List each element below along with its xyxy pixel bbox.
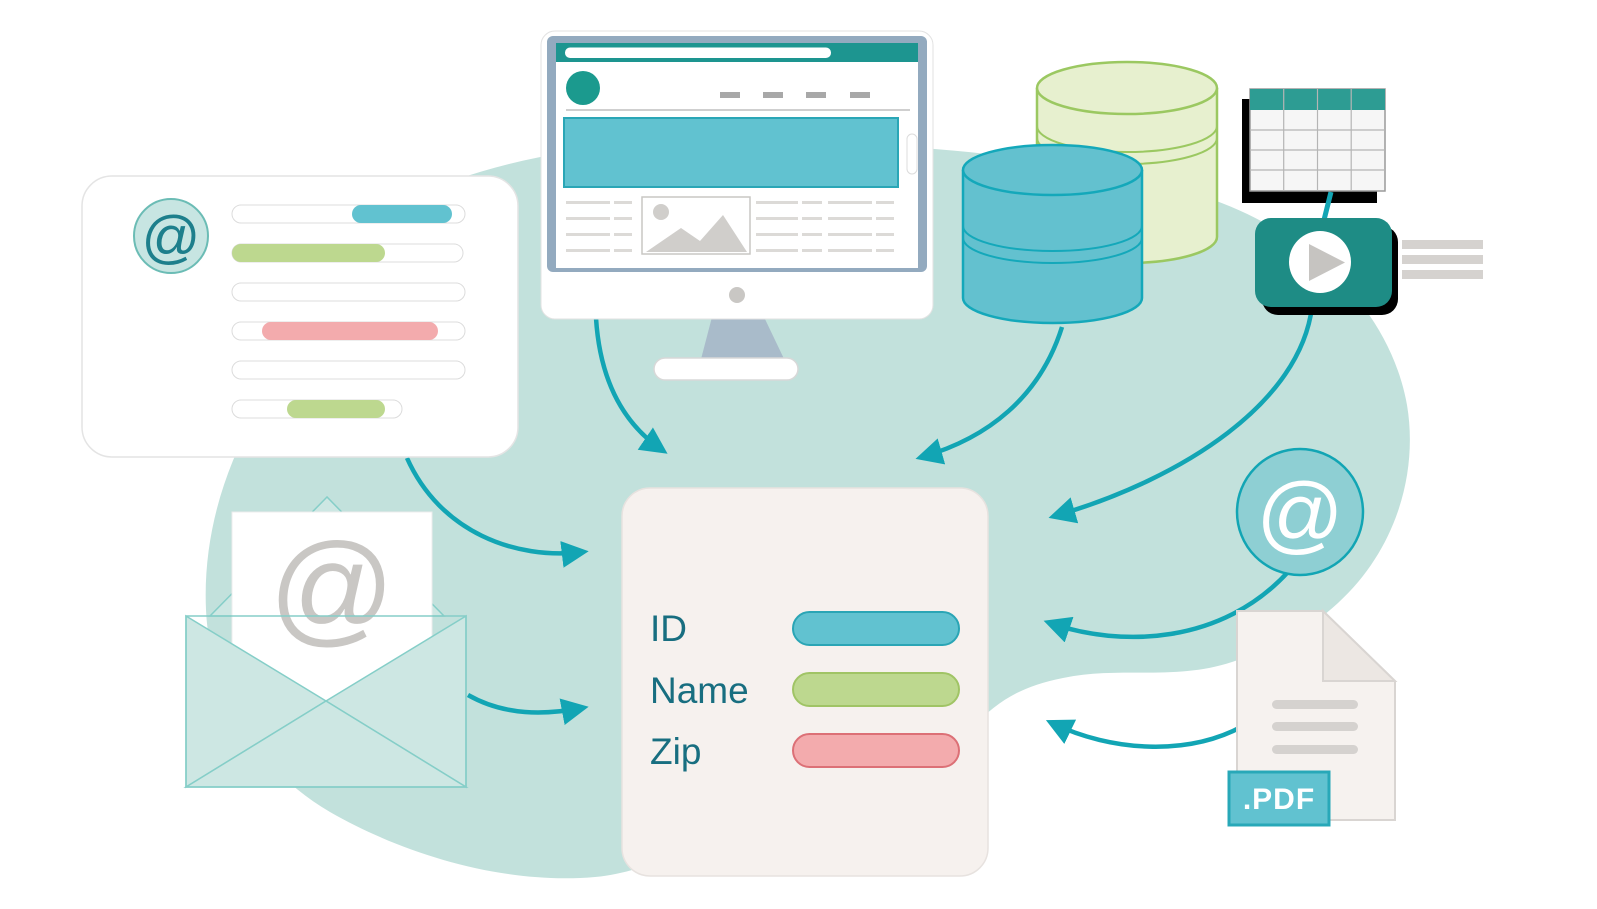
video-player-icon — [1255, 218, 1398, 315]
spreadsheet-icon — [1242, 88, 1386, 221]
email-content-rows — [231, 204, 466, 419]
url-bar — [565, 47, 831, 58]
envelope-pocket — [183, 614, 469, 789]
monitor-chin-button — [729, 287, 745, 303]
arrow-pdf-to-record — [1045, 719, 1245, 749]
pdf-document-icon: .PDF — [1227, 608, 1398, 827]
nav-item — [850, 92, 870, 98]
text-row-highlight-green — [232, 244, 385, 262]
nav-menu-items — [720, 92, 870, 98]
email-at-badge: @ — [1235, 447, 1365, 577]
text-row-track — [231, 282, 466, 302]
field-value-name[interactable] — [792, 672, 960, 707]
pdf-badge-label: .PDF — [1243, 783, 1315, 816]
desktop-monitor — [540, 30, 934, 381]
text-row-highlight-teal — [352, 205, 452, 223]
nav-item — [720, 92, 740, 98]
field-label-name: Name — [650, 670, 749, 711]
nav-item — [763, 92, 783, 98]
arrow-database-to-record — [915, 326, 1065, 465]
site-logo-icon — [566, 71, 600, 105]
spreadsheet-grid — [1250, 89, 1385, 191]
field-label-zip: Zip — [650, 731, 701, 772]
pdf-folded-corner — [1322, 608, 1398, 682]
arrow-video-to-record — [1048, 306, 1315, 524]
field-value-id[interactable] — [792, 611, 960, 646]
at-badge-circle — [1235, 447, 1365, 577]
arrow-envelope-to-record — [466, 693, 589, 726]
envelope-icon: @ — [183, 495, 469, 789]
letter-at-glyph: @ — [269, 519, 395, 657]
field-label-id: ID — [650, 608, 687, 649]
play-icon — [1309, 244, 1345, 281]
hero-banner — [563, 117, 899, 188]
flow-arrows — [404, 306, 1315, 749]
connector-cable — [1321, 191, 1334, 221]
text-row-highlight-green — [287, 400, 385, 418]
at-icon-glyph: @ — [142, 205, 201, 270]
article-text-lines — [566, 201, 894, 252]
placeholder-sun-icon — [653, 204, 669, 220]
arrow-at-badge-to-record — [1043, 570, 1290, 643]
database-teal — [961, 143, 1144, 325]
pdf-text-lines — [1272, 700, 1358, 754]
envelope-outline — [185, 615, 467, 788]
nav-item — [806, 92, 826, 98]
pdf-badge — [1227, 770, 1331, 827]
monitor-stand-neck — [700, 317, 786, 363]
text-row-highlight-pink — [262, 322, 438, 340]
text-lines-icon — [1402, 240, 1483, 279]
central-record-card: ID Name Zip — [621, 487, 989, 877]
arrow-email-card-to-record — [404, 457, 589, 568]
at-badge-glyph: @ — [1256, 466, 1343, 562]
placeholder-mountains-icon — [646, 215, 747, 252]
email-preview-card: @ — [81, 175, 519, 458]
monitor-stand-base — [653, 357, 799, 381]
text-row-track — [231, 360, 466, 380]
arrow-monitor-to-record — [593, 317, 668, 454]
scrollbar-thumb[interactable] — [906, 133, 918, 175]
at-icon — [133, 198, 209, 274]
field-value-zip[interactable] — [792, 733, 960, 768]
article-image-placeholder — [641, 196, 751, 255]
